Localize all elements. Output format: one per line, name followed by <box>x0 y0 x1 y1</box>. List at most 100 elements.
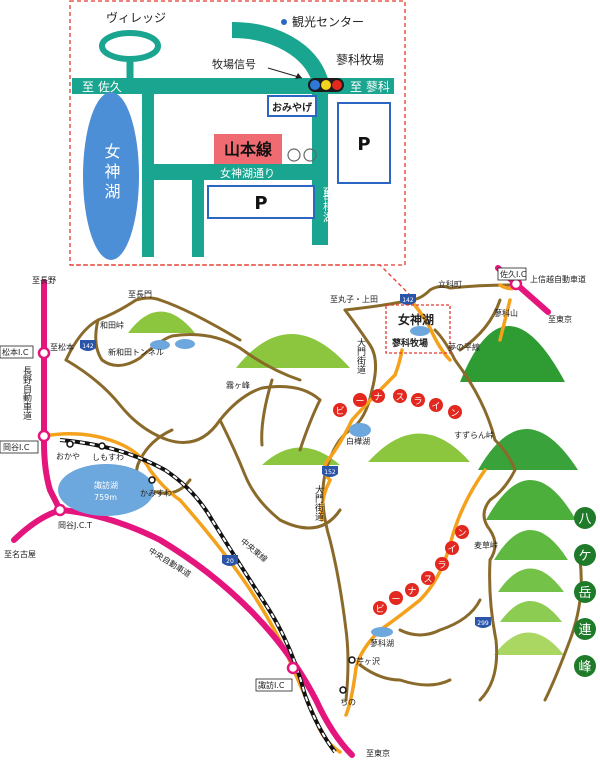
svg-text:142: 142 <box>82 343 94 350</box>
saku-ic-label: 佐久I.C <box>500 269 527 279</box>
mountain-yatsu-4 <box>498 568 564 592</box>
svg-text:ビ: ビ <box>335 406 344 417</box>
tateshina-mountain-label: 蓼科山 <box>494 308 518 318</box>
svg-text:ナ: ナ <box>407 586 416 597</box>
mountain-tateshina <box>460 326 565 382</box>
svg-text:イ: イ <box>431 402 440 412</box>
route-152-shield <box>322 466 338 477</box>
shop-box <box>214 134 282 164</box>
mountain-yatsu-6 <box>494 632 564 655</box>
shimosuwa-station-label: しもすわ <box>92 453 124 462</box>
svg-text:20: 20 <box>226 558 234 565</box>
route-142-shield-left <box>80 340 96 351</box>
svg-text:ン: ン <box>457 529 466 539</box>
mountains <box>128 311 578 655</box>
shop-circle-1 <box>287 148 301 162</box>
tateshina-lake-label: 蓼科湖 <box>370 638 394 648</box>
sekigasawa-junction <box>348 656 356 664</box>
okaya-ic-label: 岡谷I.C <box>3 443 30 452</box>
inset-lake <box>83 92 139 260</box>
mountain-yatsu-1 <box>478 429 578 470</box>
traffic-light-icon <box>308 78 344 92</box>
shimosuwa-station <box>98 442 106 450</box>
to-tokyo-bottom-label: 至東京 <box>366 748 390 758</box>
svg-text:ー: ー <box>391 595 400 605</box>
village-ring <box>99 30 161 62</box>
shinwada-tunnel-label: 新和田トンネル <box>108 347 164 357</box>
kirigamine-label: 霧ヶ峰 <box>226 380 250 390</box>
parking-bottom <box>207 185 315 219</box>
route-299-shield <box>475 617 491 628</box>
svg-text:299: 299 <box>477 620 489 627</box>
svg-text:ー: ー <box>355 397 364 407</box>
to-maruko-ueda-label: 至丸子・上田 <box>330 294 378 304</box>
main-map: 142 142 152 20 299 ビ ー ナ ス ラ イ ン ビ ー ナ ス… <box>0 265 596 758</box>
village-label: ヴィレッジ <box>106 10 166 25</box>
curve-road <box>231 22 328 245</box>
svg-text:ビ: ビ <box>375 604 384 615</box>
shop-circle-2 <box>303 148 317 162</box>
suwa-lake-shape <box>58 464 154 516</box>
kamisuwa-station-label: かみすわ <box>140 489 172 498</box>
nagano-expressway-label: 長野自動車道 <box>21 366 32 421</box>
shirakaba-lake-label: 白樺湖 <box>346 436 370 446</box>
svg-text:152: 152 <box>324 469 336 476</box>
inset-border <box>69 0 406 266</box>
shop-label: 山本線 <box>224 140 272 159</box>
tateshina-farm-label: 蓼科牧場 <box>336 53 384 67</box>
wada-lake-shape-2 <box>175 339 195 349</box>
tateshina-town-label: 立科町 <box>438 279 462 289</box>
suzuran-pass-label: すずらん峠 <box>454 430 494 440</box>
svg-text:岳: 岳 <box>578 586 591 601</box>
chuo-line-label: 中央東線 <box>239 536 270 564</box>
svg-text:ケ: ケ <box>578 549 591 564</box>
yumenotaira-label: 夢の平線 <box>448 342 480 352</box>
route-20-shield <box>222 555 238 566</box>
suwa-ic-marker <box>286 661 300 675</box>
megami-lake-label: 女神湖 <box>398 312 434 327</box>
venus-line-bottom: ビ ー ナ ス ラ イ ン <box>373 525 469 615</box>
farm-signal-label: 牧場信号 <box>212 57 256 71</box>
chino-station <box>339 686 347 694</box>
tateshina-lake-shape <box>371 627 393 637</box>
okaya-station-label: おかや <box>56 452 80 461</box>
megami-lake-shape <box>410 326 430 336</box>
route-shields: 142 142 152 20 299 <box>80 294 491 628</box>
sekigasawa-label: 芹ヶ沢 <box>356 656 380 666</box>
okaya-jct-label: 岡谷J.C.T <box>58 521 92 530</box>
signal-arrowhead <box>295 73 302 79</box>
to-nagato-label: 至長門 <box>128 290 152 299</box>
megami-detail-box <box>385 304 451 354</box>
to-matsumoto-label: 至松本 <box>50 342 74 352</box>
svg-text:ラ: ラ <box>437 560 446 571</box>
parking-right <box>337 102 391 184</box>
okaya-jct-marker <box>53 503 67 517</box>
svg-text:142: 142 <box>402 297 414 304</box>
svg-text:ン: ン <box>450 409 459 419</box>
to-tateshina-label: 至 蓼科 <box>350 80 390 94</box>
to-nagano-label: 至長野 <box>32 276 56 285</box>
interchange-markers <box>37 277 523 675</box>
mountain-shirakaba <box>368 433 470 462</box>
parking-right-label: P <box>357 134 370 155</box>
omiyage-box <box>267 95 317 117</box>
svg-text:イ: イ <box>447 545 456 555</box>
joshinetsu-expressway-label: 上信越自動車道 <box>530 274 586 284</box>
tourist-center-label: 観光センター <box>292 15 364 29</box>
wada-lake-shape <box>150 340 170 350</box>
chino-label: ちの <box>340 698 356 707</box>
suwa-lake-label: 諏訪湖 <box>94 480 118 490</box>
daimon-road-bottom-label: 大門街道 <box>313 484 324 522</box>
mountain-yatsu-3 <box>494 530 568 560</box>
tateshina-farm-map-label: 蓼科牧場 <box>391 337 428 349</box>
mountain-yatsu-5 <box>500 601 562 622</box>
shirakaba-lake-shape <box>349 423 371 437</box>
nagano-expressway-line <box>41 279 63 513</box>
wada-pass-label: 和田峠 <box>100 320 124 330</box>
inset-connector <box>70 264 411 296</box>
to-saku-label: 至 佐久 <box>82 80 122 94</box>
omiyage-label: おみやげ <box>272 101 313 114</box>
to-shirakaba-name: 白樺湖 <box>322 188 335 223</box>
to-tokyo-top-label: 至東京 <box>548 314 572 324</box>
railway-line-dash <box>59 439 336 753</box>
